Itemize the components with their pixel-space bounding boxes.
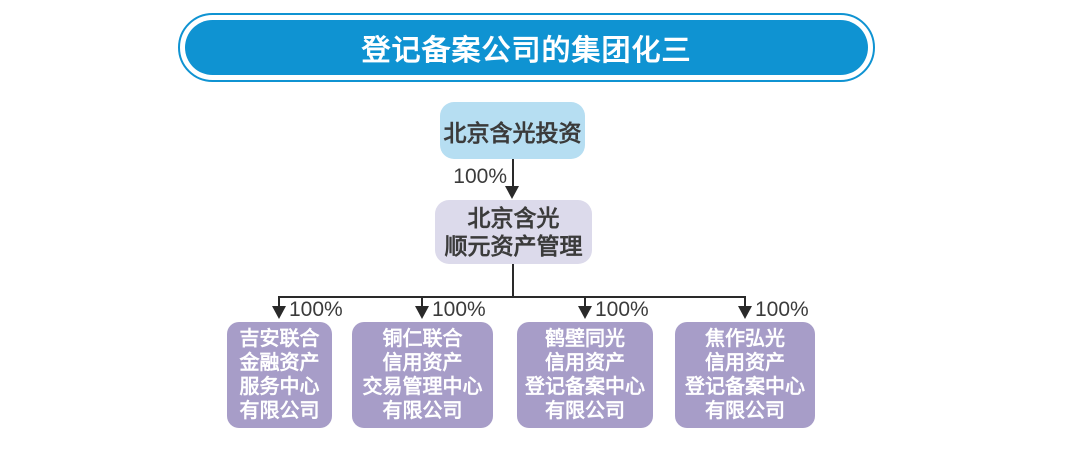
edge-horizontal-rail-line [278,296,746,298]
node-label: 登记备案中心 [525,376,645,398]
node-child-1: 吉安联合 金融资产 服务中心 有限公司 [227,322,332,428]
node-child-4: 焦作弘光 信用资产 登记备案中心 有限公司 [675,322,815,428]
arrowhead-down-icon [272,306,286,319]
node-label: 有限公司 [239,400,320,422]
node-label: 信用资产 [545,352,625,374]
arrowhead-down-icon [505,186,519,199]
edge-label-ownership: 100% [453,165,507,188]
node-label: 焦作弘光 [705,328,785,350]
page-title: 登记备案公司的集团化三 [361,34,692,67]
edge-branch-4-line [744,296,746,309]
edge-label-ownership: 100% [432,298,486,321]
node-child-3: 鹤壁同光 信用资产 登记备案中心 有限公司 [517,322,653,428]
node-label: 有限公司 [545,400,625,422]
node-label: 有限公司 [382,400,463,422]
edge-branch-2-line [421,296,423,309]
node-middle-company: 北京含光 顺元资产管理 [435,200,592,264]
node-label: 服务中心 [239,376,320,398]
edge-branch-3-line [584,296,586,309]
node-label: 北京含光 [467,205,560,231]
title-banner: 登记备案公司的集团化三 [178,13,875,82]
node-label: 金融资产 [239,352,320,374]
arrowhead-down-icon [738,306,752,319]
node-label: 信用资产 [705,352,785,374]
node-label: 顺元资产管理 [444,233,583,259]
node-child-2: 铜仁联合 信用资产 交易管理中心 有限公司 [352,322,493,428]
title-pill: 登记备案公司的集团化三 [185,20,868,75]
edge-middle-stem-line [512,264,514,298]
node-label: 登记备案中心 [685,376,805,398]
edge-label-ownership: 100% [755,298,809,321]
node-label: 北京含光投资 [443,119,582,146]
arrowhead-down-icon [578,306,592,319]
node-label: 吉安联合 [239,328,320,350]
arrowhead-down-icon [415,306,429,319]
edge-root-middle-line [512,159,514,187]
node-label: 交易管理中心 [362,376,483,398]
edge-branch-1-line [278,296,280,309]
node-label: 铜仁联合 [382,328,463,350]
node-label: 信用资产 [382,352,463,374]
node-label: 有限公司 [705,400,785,422]
edge-label-ownership: 100% [595,298,649,321]
node-label: 鹤壁同光 [545,328,625,350]
edge-label-ownership: 100% [289,298,343,321]
node-root-company: 北京含光投资 [440,102,585,159]
